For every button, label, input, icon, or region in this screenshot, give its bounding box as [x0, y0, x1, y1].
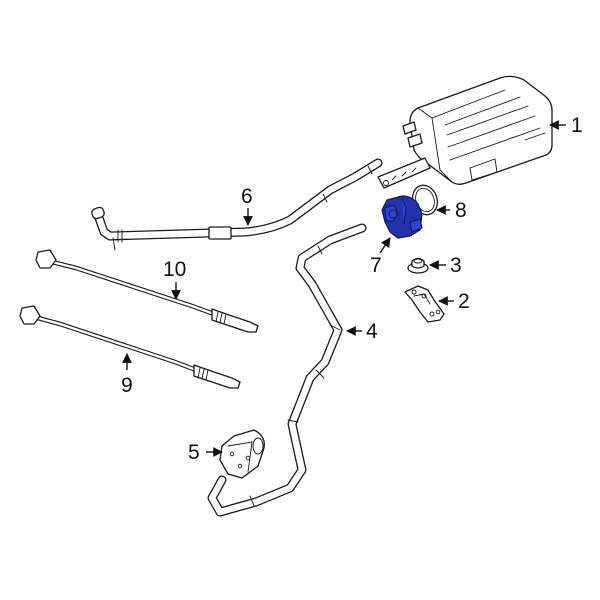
part-4-hose[interactable]: [207, 223, 367, 517]
callout-8: 8: [436, 199, 467, 222]
part-10-oxygen-sensor[interactable]: [35, 249, 259, 333]
callout-6: 6: [241, 185, 253, 226]
callout-9: 9: [121, 353, 133, 397]
part-1-vapor-canister[interactable]: [377, 75, 553, 189]
callout-4: 4: [346, 320, 378, 343]
callout-number-3: 3: [450, 254, 462, 277]
callout-5: 5: [188, 441, 223, 464]
callout-number-5: 5: [188, 441, 200, 464]
part-2-bracket[interactable]: [404, 285, 445, 323]
callout-10: 10: [163, 258, 186, 300]
callout-2: 2: [438, 290, 470, 313]
part-3-nut[interactable]: [407, 257, 429, 274]
callout-number-6: 6: [241, 185, 253, 208]
callout-number-2: 2: [458, 290, 470, 313]
callout-number-4: 4: [366, 320, 378, 343]
callout-7: 7: [370, 237, 391, 277]
callout-number-9: 9: [121, 374, 133, 397]
part-5-connector[interactable]: [219, 429, 265, 479]
part-9-oxygen-sensor[interactable]: [19, 305, 241, 389]
part-6-vapor-line[interactable]: [91, 158, 383, 251]
callout-number-8: 8: [455, 199, 467, 222]
callout-number-10: 10: [163, 258, 186, 281]
callout-number-1: 1: [571, 114, 583, 137]
callout-1: 1: [549, 114, 583, 137]
part-7-purge-valve-highlighted[interactable]: [381, 195, 423, 239]
callout-number-7: 7: [370, 254, 382, 277]
callout-3: 3: [429, 254, 462, 277]
